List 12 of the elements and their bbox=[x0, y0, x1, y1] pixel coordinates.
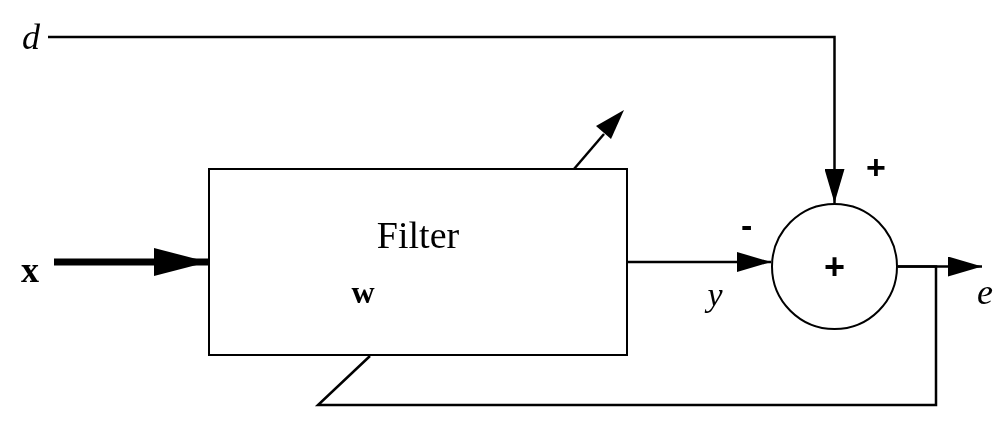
sign-label: - bbox=[741, 208, 753, 242]
feedback-line bbox=[314, 265, 938, 407]
signal-name: d bbox=[22, 19, 40, 55]
filter-box bbox=[208, 168, 628, 356]
arrow bbox=[48, 35, 845, 203]
signal-name: x bbox=[21, 252, 39, 288]
sign-label: + bbox=[866, 150, 886, 184]
plus-sign: + bbox=[824, 248, 845, 285]
block-title: Filter bbox=[376, 216, 460, 254]
arrow bbox=[628, 252, 771, 272]
weight-symbol: w bbox=[351, 276, 375, 308]
signal-name: e bbox=[977, 274, 993, 310]
